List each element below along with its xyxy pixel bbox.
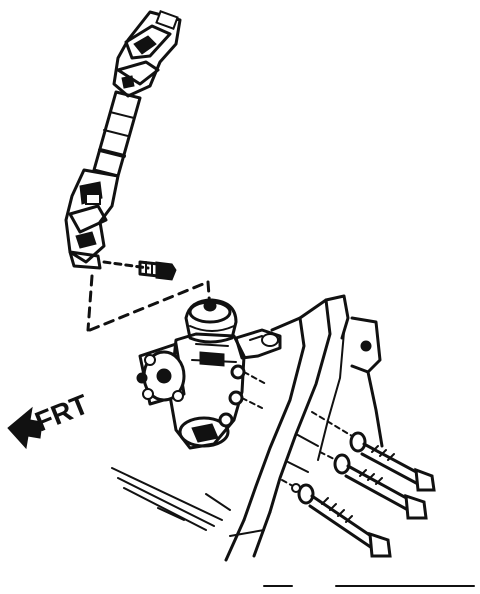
upper-universal-joint [112,10,182,98]
steering-gearbox [136,298,282,450]
frame-rail [111,294,384,562]
lower-universal-joint [64,168,120,270]
direction-label: FRT [31,388,93,437]
mounting-bolt [311,411,436,492]
direction-indicator: FRT [7,388,93,450]
shaft-tube [92,90,142,178]
gear-mounting-bolts [281,411,436,558]
mounting-bolt [319,451,428,520]
arrow-left-icon [7,406,43,450]
intermediate-steering-shaft [64,10,182,270]
alignment-leader-lines [86,274,212,332]
pinch-bolt [102,260,177,281]
mounting-bolt [281,479,392,558]
